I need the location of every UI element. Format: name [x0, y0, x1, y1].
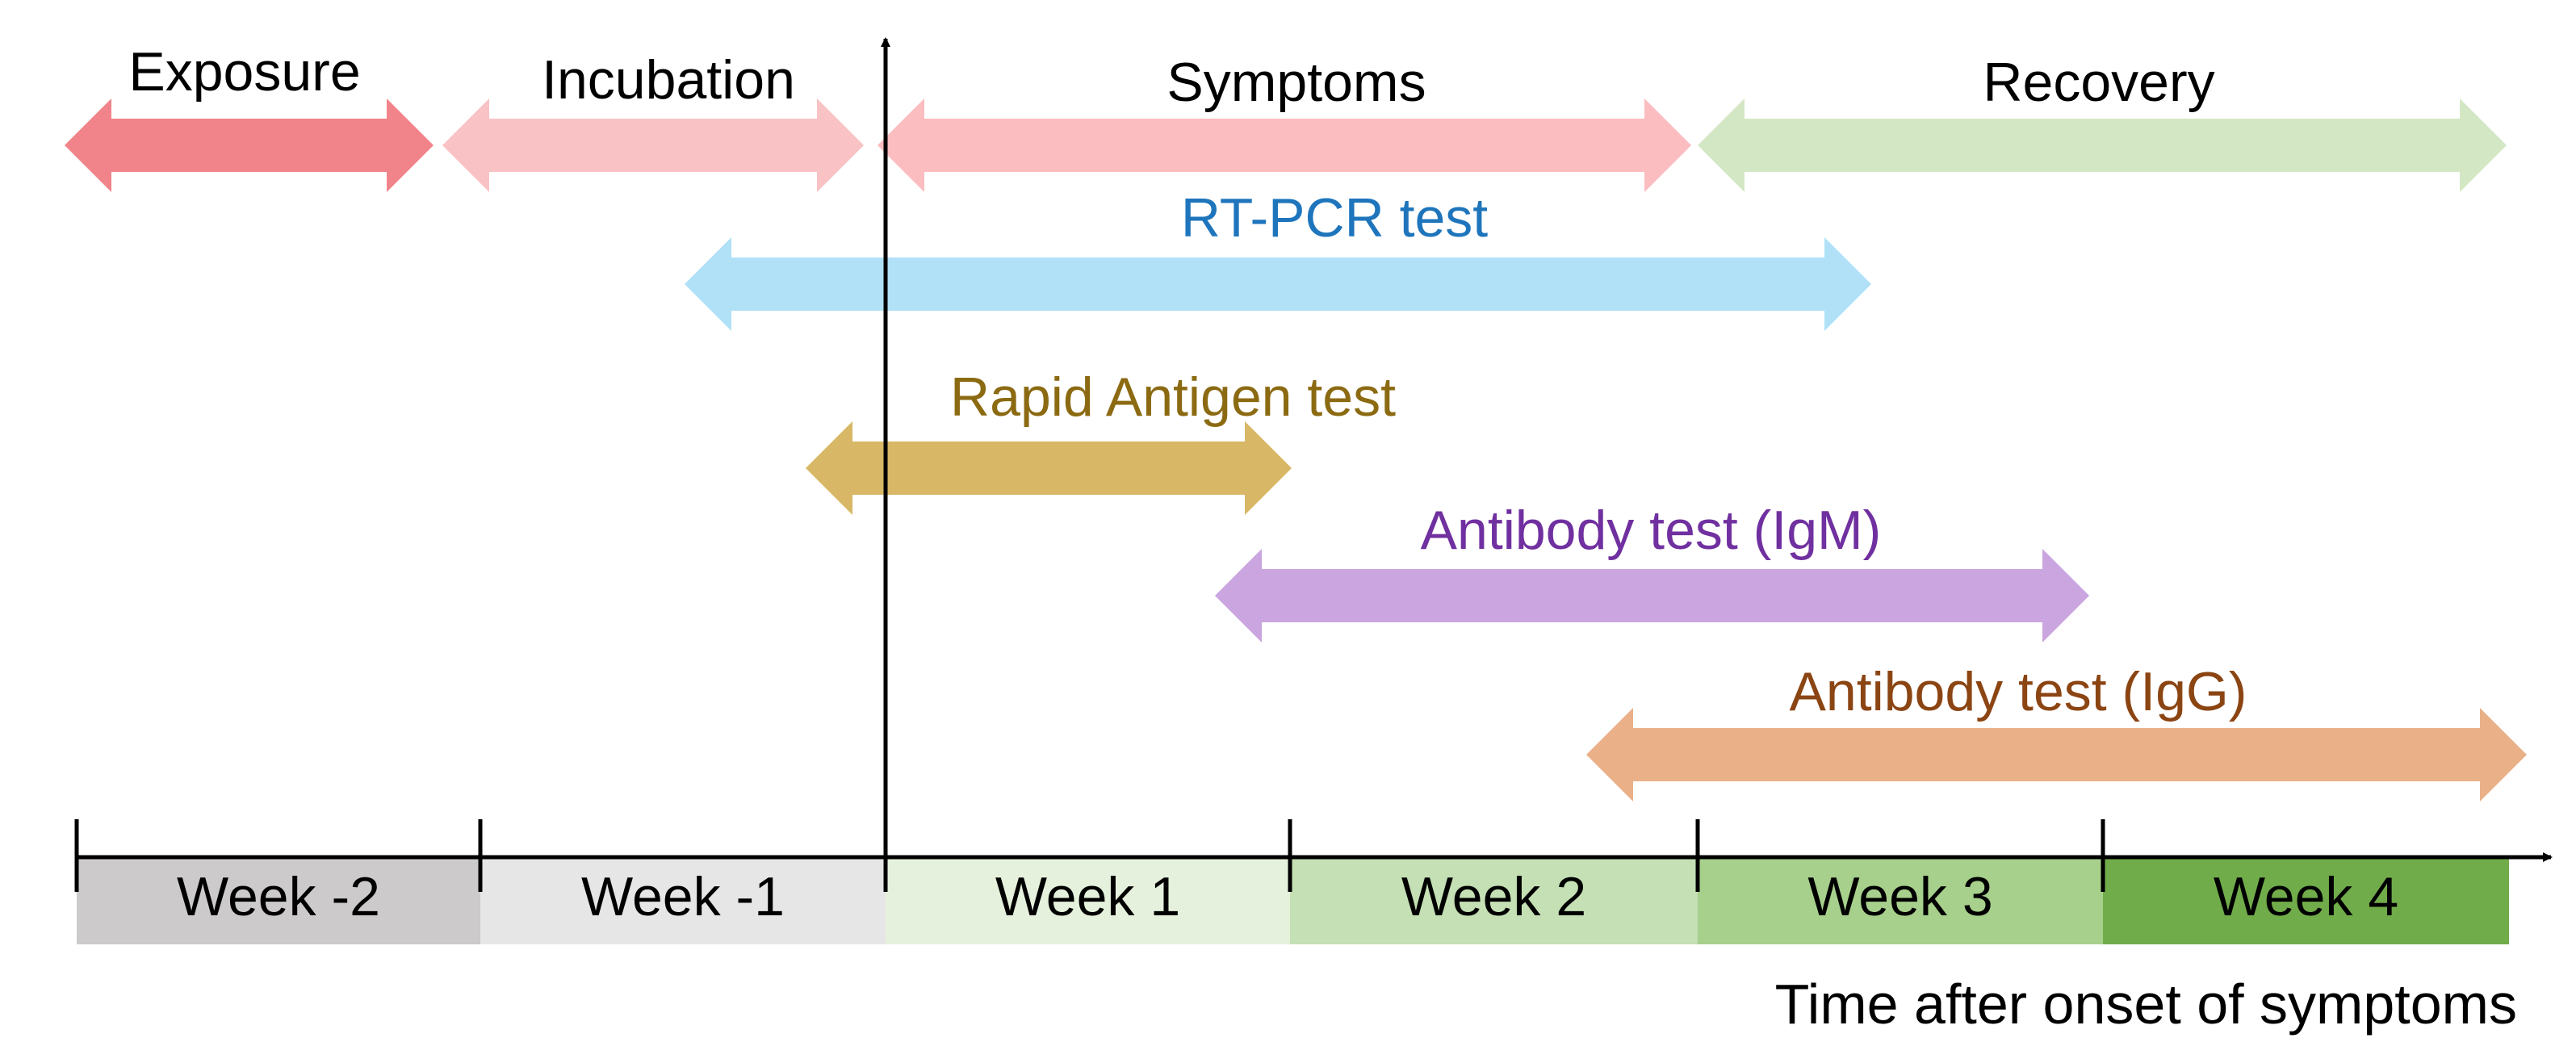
week-cell-week-4 [2103, 857, 2509, 944]
week-label-week-4: Week 4 [2214, 866, 2398, 927]
antibody-igg-arrow [1586, 708, 2527, 801]
incubation-arrow [442, 98, 864, 192]
symptoms-arrow [878, 98, 1691, 192]
week-cell-week-3 [1698, 857, 2103, 944]
incubation-label: Incubation [542, 49, 795, 111]
rapid-antigen-label: Rapid Antigen test [950, 366, 1396, 428]
week-label-week-3: Week 3 [1807, 866, 1992, 927]
antibody-igg-label: Antibody test (IgG) [1790, 661, 2247, 722]
recovery-label: Recovery [1983, 52, 2214, 113]
recovery-arrow [1698, 98, 2507, 192]
week-label-week-2: Week 2 [1401, 866, 1586, 927]
rt-pcr-label: RT-PCR test [1181, 187, 1488, 249]
antibody-igm-arrow [1215, 549, 2089, 642]
week-cell-week-2 [1290, 857, 1698, 944]
phase-arrows [65, 98, 2507, 192]
exposure-label: Exposure [128, 41, 360, 103]
week-label-week-minus-2: Week -2 [177, 866, 380, 927]
week-label-week-minus-1: Week -1 [581, 866, 785, 927]
week-label-week-1: Week 1 [995, 866, 1180, 927]
rapid-antigen-arrow [806, 421, 1292, 515]
axis-label: Time after onset of symptoms [1775, 973, 2517, 1036]
week-cell-week-1 [886, 857, 1290, 944]
test-arrows [685, 237, 2527, 801]
symptoms-label: Symptoms [1167, 52, 1426, 113]
antibody-igm-label: Antibody test (IgM) [1421, 500, 1882, 561]
week-cells: Week -2 Week -1 Week 1 Week 2 Week 3 Wee… [77, 857, 2509, 944]
week-cell-week-minus-1 [480, 857, 886, 944]
exposure-arrow [65, 98, 434, 192]
rt-pcr-arrow [685, 237, 1871, 331]
week-cell-week-minus-2 [77, 857, 480, 944]
